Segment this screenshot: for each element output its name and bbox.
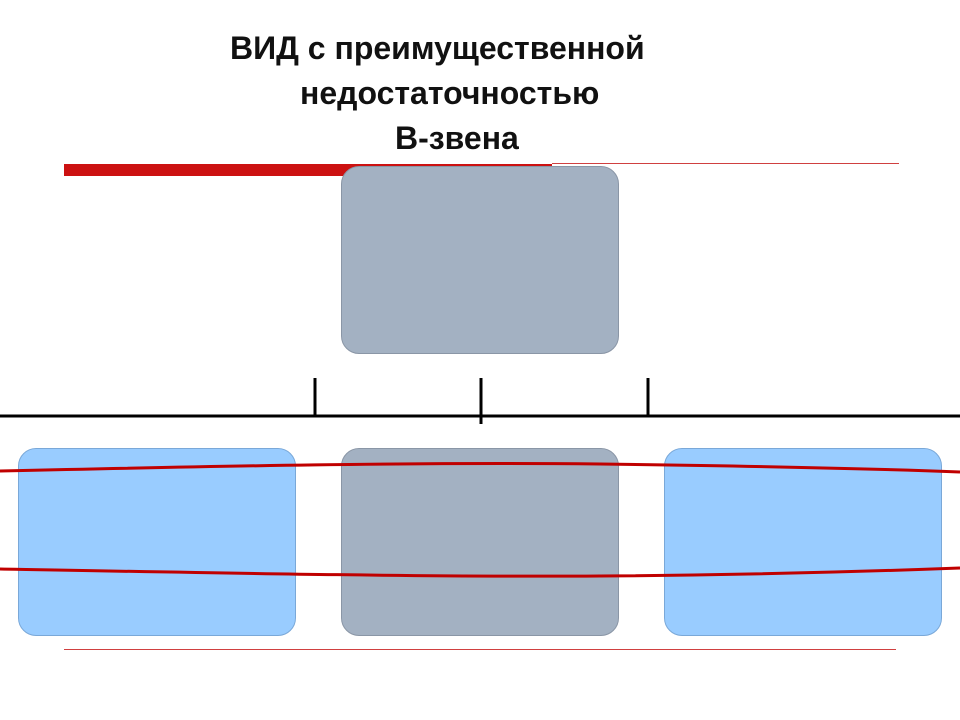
- slide-title: ВИД с преимущественной недостаточностью …: [180, 26, 780, 161]
- right-node-box: [664, 448, 942, 636]
- left-node-box: [18, 448, 296, 636]
- title-line-1: ВИД с преимущественной: [230, 30, 645, 66]
- top-node-box: [341, 166, 619, 354]
- middle-node-box: [341, 448, 619, 636]
- bottom-hairline: [64, 649, 896, 650]
- title-underline-hairline: [552, 163, 899, 164]
- title-line-2: недостаточностью: [300, 75, 600, 111]
- title-line-3: В-звена: [395, 120, 519, 156]
